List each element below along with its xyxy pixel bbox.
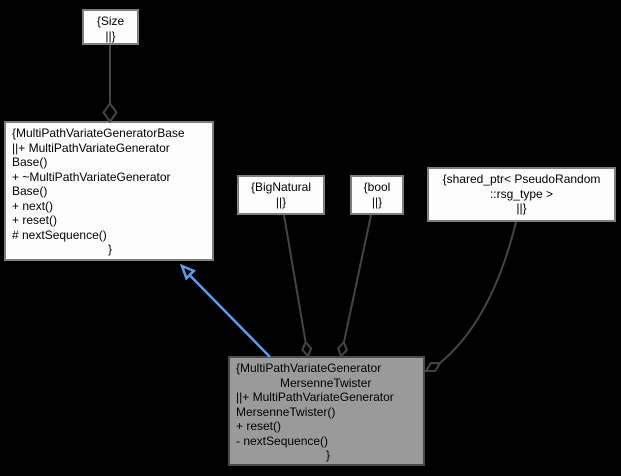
node-text-line: ::rsg_type >	[489, 186, 554, 201]
node-text-line: + reset()	[236, 419, 282, 433]
node-text-line: {bool	[363, 180, 391, 194]
node-text-line: + reset()	[12, 213, 58, 227]
edge-bignatural-aggregation	[283, 214, 313, 358]
edge-bool-aggregation	[336, 214, 372, 358]
node-text-line: ||}	[275, 194, 287, 209]
node-text-line: Base()	[12, 184, 48, 198]
aggregation-diamond-icon	[424, 361, 442, 373]
edge-size-aggregation	[102, 45, 118, 124]
node-size[interactable]: {Size ||}	[82, 9, 139, 45]
node-text-line: MersenneTwister()	[236, 404, 336, 419]
node-multipathvariategeneratorbase[interactable]: {MultiPathVariateGeneratorBase ||+ Multi…	[4, 121, 214, 261]
node-text-line: # nextSequence()	[12, 227, 107, 242]
aggregation-diamond-icon	[336, 340, 349, 358]
node-text-line: {Size	[96, 14, 125, 28]
node-bignatural[interactable]: {BigNatural ||}	[237, 175, 325, 215]
node-text-line: ||}	[371, 194, 383, 209]
edge-sharedptr-aggregation	[424, 221, 517, 373]
node-text-line: Base()	[12, 155, 48, 169]
node-text-line: {MultiPathVariateGeneratorBase	[12, 126, 185, 140]
node-multipathvariategeneratormersennetwister[interactable]: {MultiPathVariateGenerator MersenneTwist…	[228, 356, 425, 466]
node-text-line: + next()	[12, 198, 54, 213]
node-text-line: {MultiPathVariateGenerator	[236, 361, 382, 375]
node-text-line: }	[108, 242, 113, 256]
node-text-line: {shared_ptr< PseudoRandom	[442, 172, 601, 186]
node-sharedptr-pseudorandom-rsgtype[interactable]: {shared_ptr< PseudoRandom ::rsg_type > |…	[427, 167, 616, 222]
node-text-line: }	[326, 448, 331, 462]
node-text-line: ||}	[105, 28, 116, 43]
aggregation-diamond-icon	[102, 101, 118, 124]
node-text-line: ||}	[516, 201, 527, 215]
node-text-line: ||+ MultiPathVariateGenerator	[12, 140, 170, 155]
inheritance-arrowhead-icon	[179, 263, 197, 281]
node-text-line: ||+ MultiPathVariateGenerator	[236, 390, 394, 404]
node-text-line: {BigNatural	[250, 180, 312, 194]
edge-inheritance	[179, 263, 271, 358]
node-bool[interactable]: {bool ||}	[350, 175, 404, 215]
node-text-line: MersenneTwister	[280, 375, 372, 390]
node-text-line: - nextSequence()	[236, 433, 329, 448]
node-text-line: + ~MultiPathVariateGenerator	[12, 169, 171, 184]
aggregation-diamond-icon	[301, 340, 313, 358]
